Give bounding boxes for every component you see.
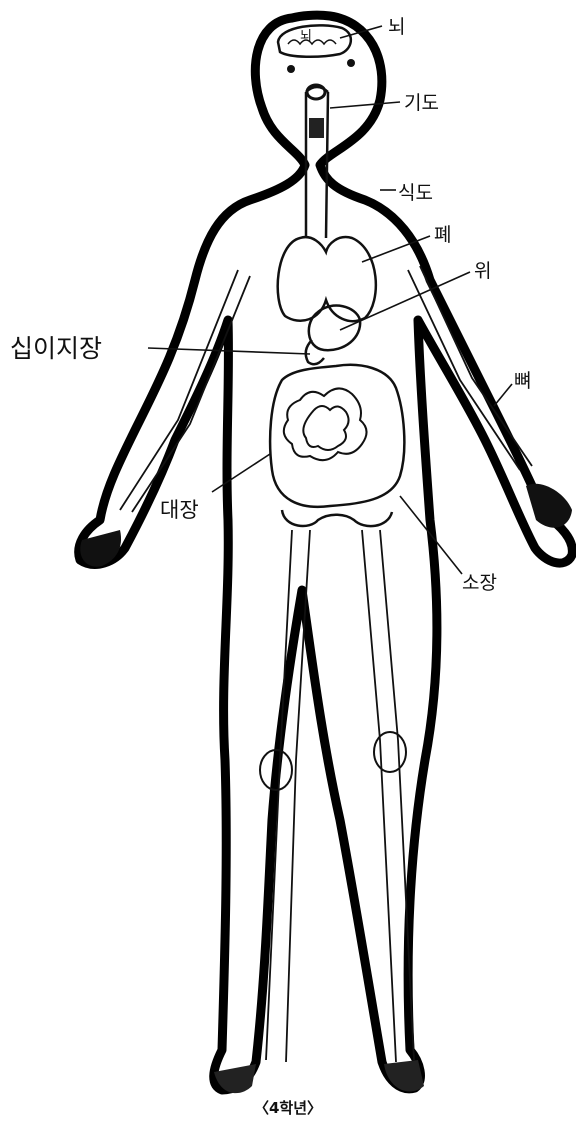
label-large-intestine: 대장 [160, 500, 199, 521]
label-brain-inner: 뇌 [300, 30, 312, 43]
right-eye [347, 59, 355, 67]
label-esophagus: 식도 [398, 184, 433, 203]
label-stomach: 위 [474, 262, 491, 281]
leader-bone [494, 384, 512, 406]
label-small-intestine: 소장 [462, 574, 497, 593]
label-bone: 뼈 [514, 372, 531, 391]
trachea-dark [309, 118, 324, 138]
grade-caption: 〈4학년〉 [0, 1097, 576, 1118]
label-brain: 뇌 [388, 18, 405, 37]
label-duodenum: 십이지장 [10, 336, 102, 361]
right-foot [384, 1060, 424, 1091]
label-lung: 폐 [434, 226, 451, 245]
left-eye [287, 65, 295, 73]
label-trachea: 기도 [404, 94, 439, 113]
body-silhouette [79, 15, 573, 1090]
